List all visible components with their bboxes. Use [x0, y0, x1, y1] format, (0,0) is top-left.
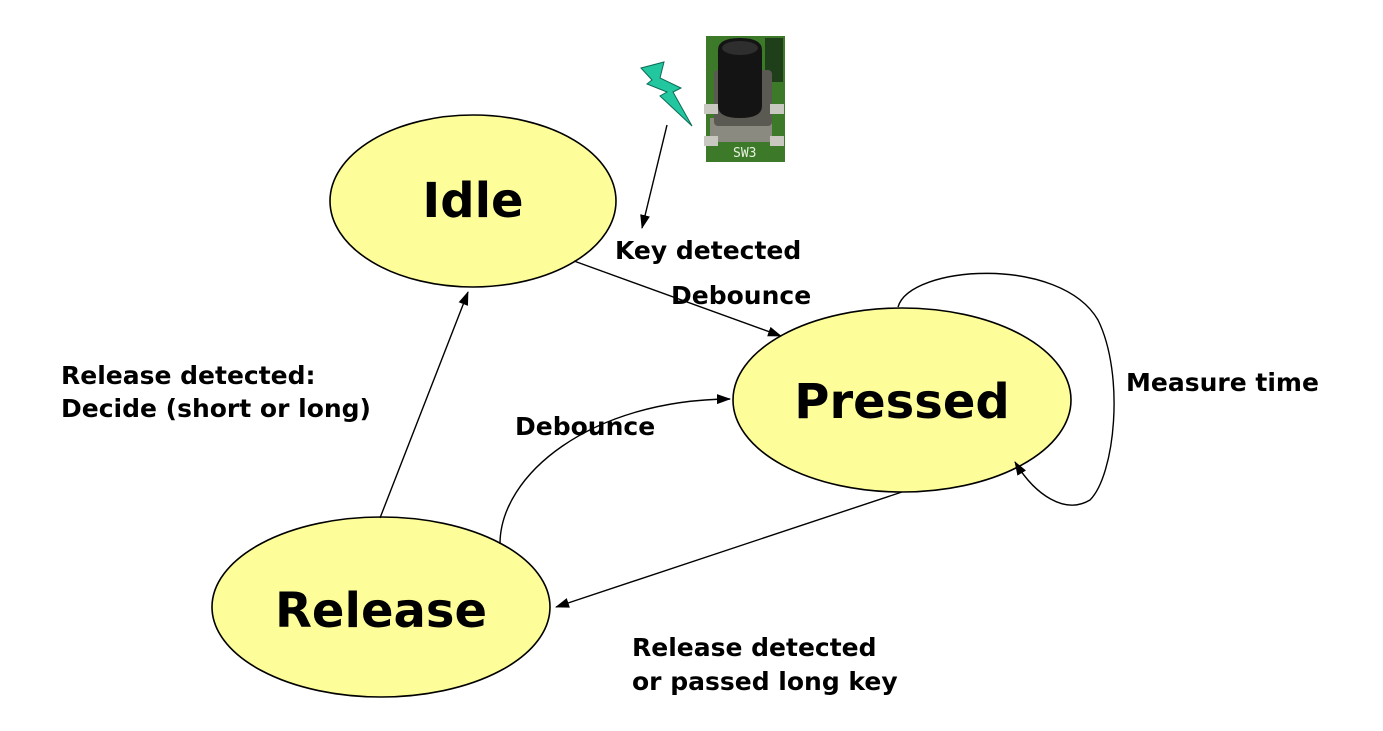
state-pressed: Pressed — [732, 307, 1072, 493]
tactile-push-button-photo: SW3 — [704, 36, 785, 162]
arrow-release-to-pressed — [499, 394, 731, 545]
label-measure-time: Measure time — [1126, 368, 1319, 397]
label-pressed-to-release-line2: or passed long key — [632, 667, 898, 696]
state-release-label: Release — [275, 583, 487, 639]
lightning-bolt-icon — [640, 61, 693, 127]
label-debounce-idle-to-pressed: Debounce — [671, 281, 811, 310]
state-pressed-label: Pressed — [794, 374, 1009, 430]
state-idle: Idle — [329, 114, 617, 288]
label-release-to-idle-line2: Decide (short or long) — [61, 394, 371, 423]
state-release: Release — [211, 516, 551, 698]
arrow-idle-to-pressed — [573, 260, 782, 337]
arrow-release-to-idle — [379, 291, 469, 519]
state-idle-label: Idle — [422, 173, 523, 229]
label-debounce-release-to-pressed: Debounce — [515, 412, 655, 441]
pcb-silkscreen-label: SW3 — [733, 146, 756, 161]
arrow-photo-to-key-detected — [640, 124, 668, 229]
label-key-detected: Key detected — [615, 236, 801, 265]
arrow-pressed-to-release — [555, 491, 903, 608]
label-release-to-idle-line1: Release detected: — [61, 361, 316, 390]
label-pressed-to-release-line1: Release detected — [632, 633, 877, 662]
arrow-pressed-self-loop — [897, 272, 1115, 506]
